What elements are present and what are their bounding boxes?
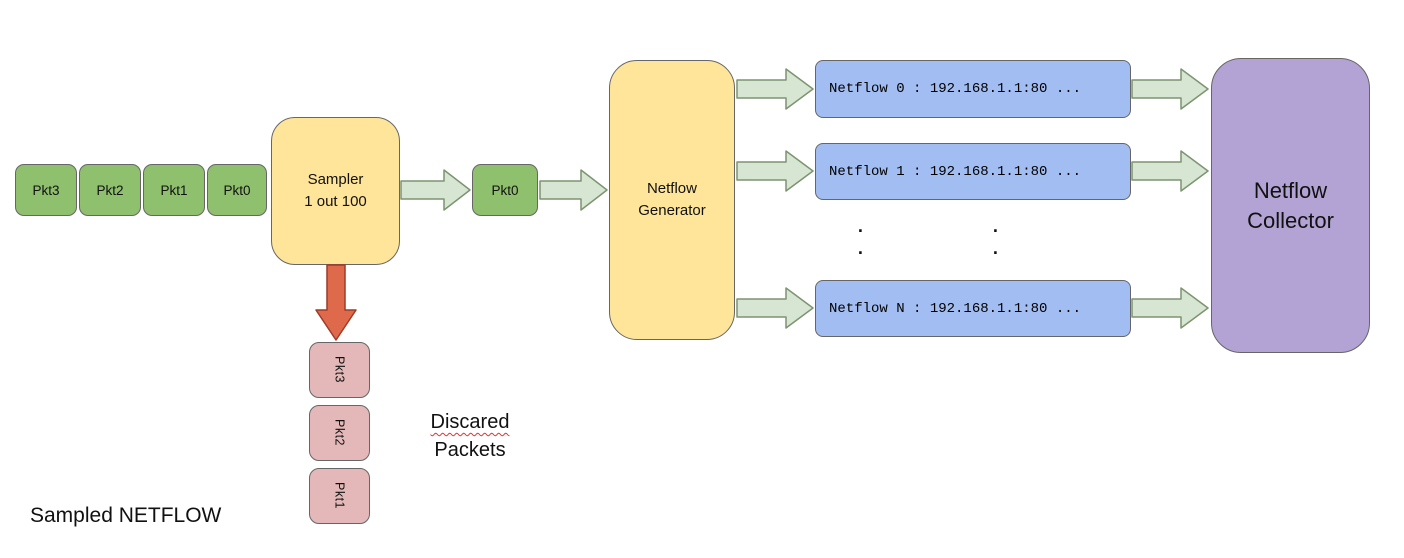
generator-label-line1: Netflow: [646, 180, 697, 197]
discarded-packet: Pkt1: [309, 468, 370, 524]
input-packet: Pkt2: [79, 164, 141, 216]
netflow-record-text: Netflow 0 : 192.168.1.1:80 ...: [829, 81, 1082, 97]
sampled-packet-box: Pkt0: [472, 164, 538, 216]
input-packet: Pkt3: [15, 164, 77, 216]
netflow-record-1: Netflow 1 : 192.168.1.1:80 ...: [815, 143, 1131, 200]
collector-label-line2: Collector: [1247, 207, 1334, 233]
discarded-packets-label: Discared Packets: [410, 408, 530, 464]
ellipsis-dot: .: [855, 218, 866, 238]
netflow-record-text: Netflow N : 192.168.1.1:80 ...: [829, 300, 1082, 317]
packet-label: Pkt1: [160, 182, 188, 198]
packet-label: Pkt3: [332, 356, 347, 384]
sampler-box: Sampler 1 out 100: [271, 117, 400, 265]
generator-box: Netflow Generator: [609, 60, 735, 340]
arrow-record-n-to-collector: [1131, 287, 1209, 329]
arrow-sampler-to-pkt0: [400, 169, 471, 211]
netflow-record-n: Netflow N : 192.168.1.1:80 ...: [815, 280, 1131, 337]
ellipsis-dot: .: [855, 240, 866, 260]
collector-box: Netflow Collector: [1211, 58, 1370, 353]
collector-label-line1: Netflow: [1253, 177, 1328, 203]
arrow-generator-to-record-0: [736, 68, 814, 110]
netflow-record-0: Netflow 0 : 192.168.1.1:80 ...: [815, 60, 1131, 118]
diagram-title: Sampled NETFLOW: [30, 504, 222, 527]
arrow-record-1-to-collector: [1131, 150, 1209, 192]
netflow-record-text: Netflow 1 : 192.168.1.1:80 ...: [829, 163, 1082, 180]
arrow-record-0-to-collector: [1131, 68, 1209, 110]
discarded-packets-label-line2: Packets: [434, 439, 506, 461]
arrow-generator-to-record-1: [736, 150, 814, 192]
packet-label: Pkt2: [332, 419, 347, 447]
packet-label: Pkt0: [223, 182, 251, 198]
packet-label: Pkt0: [491, 182, 519, 198]
ellipsis-dot: .: [990, 218, 1001, 238]
packet-label: Pkt3: [32, 182, 60, 198]
discarded-packets-label-line1: Discared: [430, 411, 510, 433]
discard-arrow: [315, 264, 357, 341]
sampler-label-line1: Sampler: [307, 171, 364, 188]
discarded-packet: Pkt2: [309, 405, 370, 461]
arrow-generator-to-record-n: [736, 287, 814, 329]
discarded-packet: Pkt3: [309, 342, 370, 398]
packet-label: Pkt1: [332, 482, 347, 510]
arrow-pkt0-to-generator: [539, 169, 608, 211]
sampler-label-line2: 1 out 100: [304, 193, 367, 210]
generator-label-line2: Generator: [638, 202, 706, 219]
input-packet: Pkt0: [207, 164, 267, 216]
input-packet: Pkt1: [143, 164, 205, 216]
packet-label: Pkt2: [96, 182, 124, 198]
ellipsis-dot: .: [990, 240, 1001, 260]
